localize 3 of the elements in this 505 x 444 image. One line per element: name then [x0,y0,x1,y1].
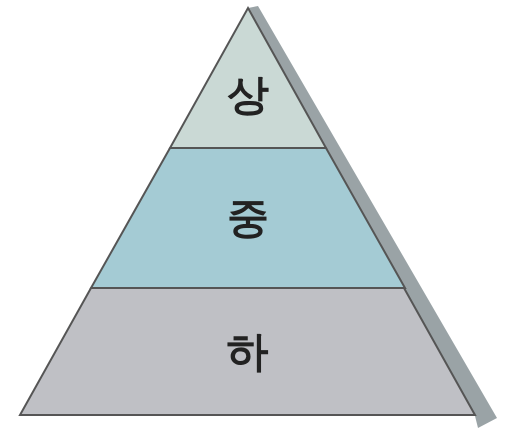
level-label: 상 [227,74,269,116]
level-label: 하 [226,330,268,372]
level-label: 중 [227,197,269,239]
